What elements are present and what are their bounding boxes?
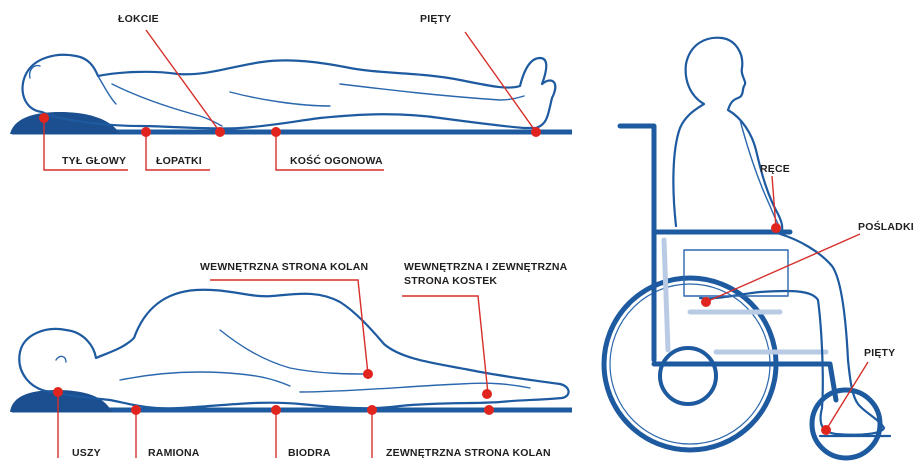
- label-buttocks: POŚLADKI: [858, 220, 913, 233]
- wheelchair-panel: RĘCE POŚLADKI PIĘTY: [604, 38, 913, 458]
- point-hips: [271, 405, 281, 415]
- label-hips: BIODRA: [288, 447, 331, 459]
- label-outer-knees: ZEWNĘTRZNA STRONA KOLAN: [386, 447, 551, 459]
- supine-body-outline: [23, 55, 556, 129]
- point-hands: [771, 223, 781, 233]
- point-inner-knees: [363, 369, 373, 379]
- label-ankles-line2: STRONA KOSTEK: [404, 275, 497, 287]
- supine-torso-line: [230, 92, 330, 106]
- wheelchair-back-frame: [620, 126, 654, 360]
- lateral-leg-line: [300, 383, 530, 392]
- label-shoulders: RAMIONA: [148, 447, 200, 459]
- supine-neck-line: [98, 76, 116, 104]
- wheelchair-cross-frame: [664, 240, 668, 350]
- leader-elbows: [146, 30, 220, 132]
- supine-pillow: [10, 112, 120, 134]
- label-tailbone: KOŚĆ OGONOWA: [290, 154, 383, 167]
- point-shoulders: [131, 405, 141, 415]
- point-ears: [53, 387, 63, 397]
- point-heels-wheelchair: [821, 425, 831, 435]
- wheelchair-person-outline: [673, 38, 884, 435]
- lateral-ear: [56, 356, 66, 362]
- point-ankles-lower: [484, 405, 494, 415]
- label-ears: USZY: [72, 447, 101, 459]
- label-heels-supine: PIĘTY: [420, 13, 451, 25]
- label-back-of-head: TYŁ GŁOWY: [62, 155, 126, 167]
- label-elbows: ŁOKCIE: [118, 13, 159, 25]
- wheelchair-hub-wheel: [660, 348, 716, 404]
- point-tailbone: [271, 127, 281, 137]
- lateral-hip-line: [220, 330, 368, 374]
- point-ankles-upper: [482, 389, 492, 399]
- point-buttocks: [701, 297, 711, 307]
- leader-ankles: [402, 296, 488, 394]
- lateral-panel: WEWNĘTRZNA STRONA KOLAN WEWNĘTRZNA I ZEW…: [10, 261, 572, 459]
- label-ankles-line1: WEWNĘTRZNA I ZEWNĘTRZNA: [404, 261, 568, 273]
- point-outer-knees: [367, 405, 377, 415]
- wheelchair-lower-frame: [654, 364, 836, 400]
- label-hands: RĘCE: [760, 163, 790, 175]
- label-inner-knees: WEWNĘTRZNA STRONA KOLAN: [200, 261, 368, 273]
- supine-arm: [112, 84, 222, 126]
- supine-panel: ŁOKCIE PIĘTY TYŁ GŁOWY ŁOPATKI KOŚĆ OGON…: [10, 13, 572, 170]
- lateral-arm: [120, 372, 290, 386]
- label-shoulder-blades: ŁOPATKI: [156, 155, 202, 167]
- point-back-of-head: [39, 113, 49, 123]
- point-elbows: [215, 127, 225, 137]
- point-shoulder-blades: [141, 127, 151, 137]
- label-heels-wheelchair: PIĘTY: [864, 347, 895, 359]
- point-heels-supine: [531, 127, 541, 137]
